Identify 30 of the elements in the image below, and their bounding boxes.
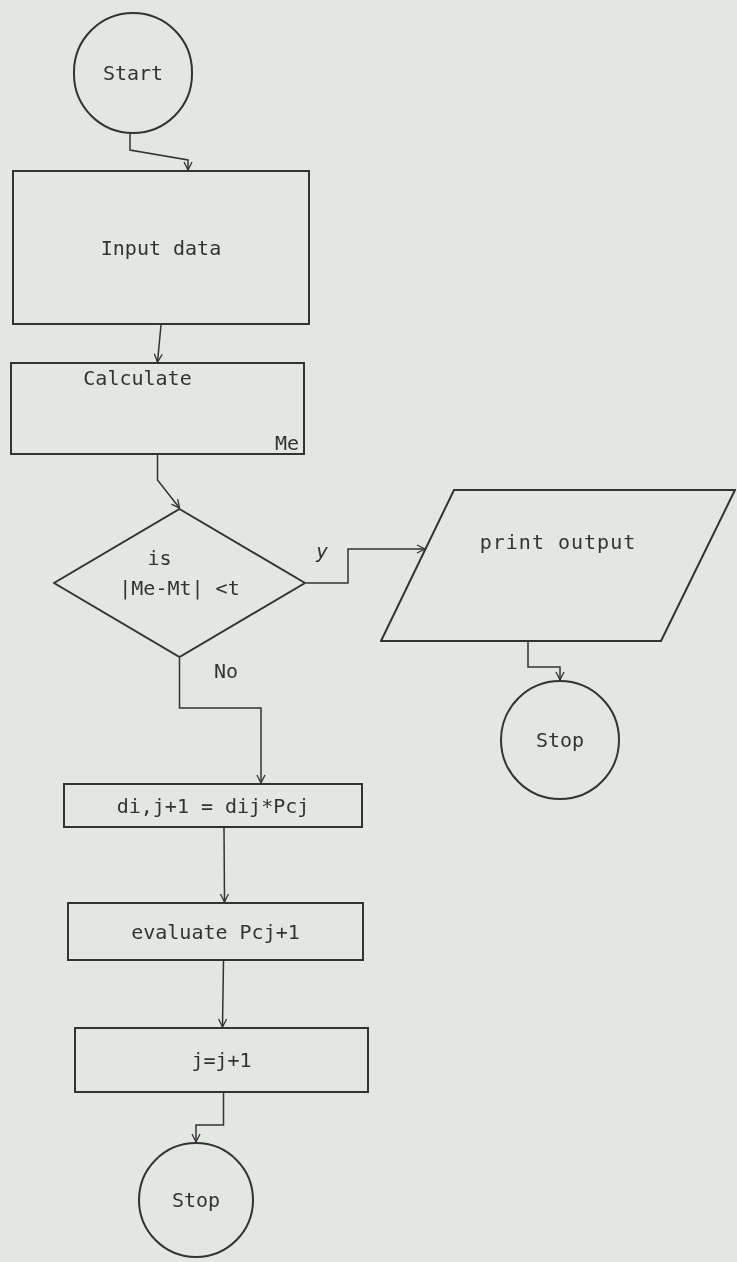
process-box — [10, 362, 305, 455]
decision-diamond — [53, 508, 306, 658]
node-text: j=j+1 — [190, 1047, 253, 1074]
arrow — [527, 641, 565, 681]
arrow — [219, 827, 230, 903]
arrow — [217, 960, 228, 1028]
node-text: Stop — [534, 727, 586, 754]
node-text: Start — [101, 60, 165, 87]
edge-label: y — [316, 541, 329, 561]
arrow — [156, 454, 181, 509]
process-box — [12, 170, 310, 325]
node-text: di,j+1 = dij*Pcj — [115, 792, 311, 820]
arrow — [191, 1092, 225, 1143]
node-text: print output — [479, 528, 637, 556]
arrow — [153, 324, 163, 363]
node-text: |Me-Mt| <t — [119, 575, 240, 602]
process-box — [67, 902, 364, 961]
node-text: is — [147, 545, 172, 572]
output-parallelogram — [380, 489, 736, 642]
process-box — [63, 783, 363, 828]
process-box — [74, 1027, 369, 1093]
node-text: Calculate — [83, 368, 192, 388]
arrow — [178, 657, 266, 784]
node-text: evaluate Pcj+1 — [130, 918, 301, 946]
node-text: Input data — [99, 234, 223, 262]
node-text: Stop — [170, 1187, 222, 1214]
node-text: Me — [274, 433, 299, 453]
arrow — [305, 544, 426, 584]
edge-label: No — [214, 661, 239, 681]
arrow — [129, 133, 193, 171]
